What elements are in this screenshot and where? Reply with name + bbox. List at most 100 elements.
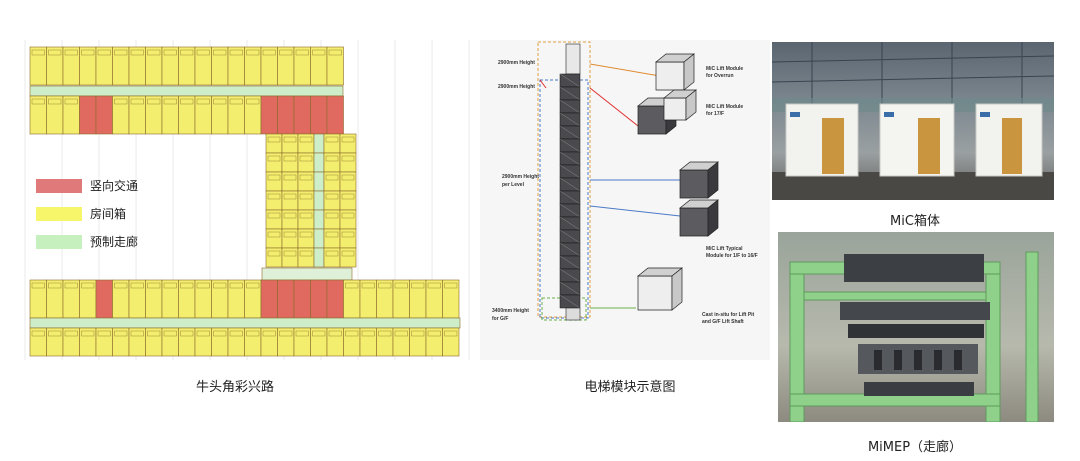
tower-brace [559,229,581,244]
room-box [277,46,295,86]
room-box [211,327,229,357]
room-box-detail [325,155,339,162]
room-box [293,327,311,357]
room-box [194,95,212,135]
tower-brace [559,112,581,127]
tower-brace [559,138,581,153]
typical-cube-top-side [707,161,719,199]
room-box [260,46,278,86]
tower-brace [559,242,581,257]
room-box-detail [64,98,78,105]
room-box-detail [267,174,281,181]
room-box-detail [64,282,78,289]
room-box [178,327,196,357]
vertical-traffic-box [277,95,295,135]
tower-brace [559,73,581,88]
room-box [161,279,179,319]
room-box [79,279,97,319]
vertical-traffic-box [326,279,344,319]
corridor-strip [313,190,325,211]
room-box [145,279,163,319]
room-box-detail [325,193,339,200]
tower-brace [559,203,581,218]
room-box [293,46,311,86]
room-box-detail [163,282,177,289]
legend-swatch-vertical [36,178,82,193]
room-box-detail [328,49,342,56]
room-box [343,327,361,357]
room-box-detail [213,98,227,105]
room-box [227,46,245,86]
room-box-detail [114,282,128,289]
room-box [29,279,47,319]
room-box-detail [325,250,339,257]
room-box-detail [444,282,458,289]
room-box-detail [411,282,425,289]
room-box-detail [180,49,194,56]
room-box-detail [48,98,62,105]
room-box-detail [196,98,210,105]
room-box [46,46,64,86]
room-box [244,279,262,319]
vertical-traffic-box [79,95,97,135]
room-box-detail [427,330,441,337]
room-box-detail [299,155,313,162]
room-box-detail [163,49,177,56]
legend-label: 预制走廊 [90,235,139,249]
room-box-detail [325,174,339,181]
room-box [178,95,196,135]
room-box [62,95,80,135]
vertical-traffic-box [277,279,295,319]
room-box-detail [328,330,342,337]
room-box [339,247,357,268]
room-box [128,279,146,319]
room-box-detail [267,250,281,257]
room-box [343,279,361,319]
typical-cube-bottom-face [679,207,709,237]
room-box-detail [444,330,458,337]
mic-photo [772,42,1054,200]
room-box-detail [361,330,375,337]
mimep-photo-caption: MiMEP（走廊） [867,440,963,455]
room-box [227,279,245,319]
vertical-traffic-box [260,279,278,319]
legend-swatch-corridor [36,234,82,249]
room-box [310,46,328,86]
room-box [425,327,443,357]
corridor-strip [313,171,325,192]
room-box-detail [246,98,260,105]
room-box-detail [279,330,293,337]
room-box-detail [325,136,339,143]
module-17f-illustration [637,89,697,135]
lift-diagram-caption: 电梯模块示意图 [584,380,676,395]
room-box [29,95,47,135]
room-box-detail [114,98,128,105]
room-box-detail [411,330,425,337]
room-box [244,95,262,135]
tower-brace [559,125,581,140]
room-box-detail [130,98,144,105]
room-box-detail [312,49,326,56]
room-box [425,279,443,319]
room-box [260,327,278,357]
room-box-detail [325,212,339,219]
legend-label: 竖向交通 [90,179,139,193]
room-box-detail [81,49,95,56]
room-box-detail [299,250,313,257]
room-box-detail [378,330,392,337]
room-box-detail [283,250,297,257]
tower-brace [559,255,581,270]
room-box-detail [31,49,45,56]
room-box-detail [114,330,128,337]
room-box-detail [130,282,144,289]
pit-cube-side [671,267,683,311]
tower-brace [559,99,581,114]
room-box [376,327,394,357]
room-box [211,279,229,319]
vertical-traffic-box [95,279,113,319]
legend-label: 房间箱 [90,207,127,221]
room-box [145,46,163,86]
